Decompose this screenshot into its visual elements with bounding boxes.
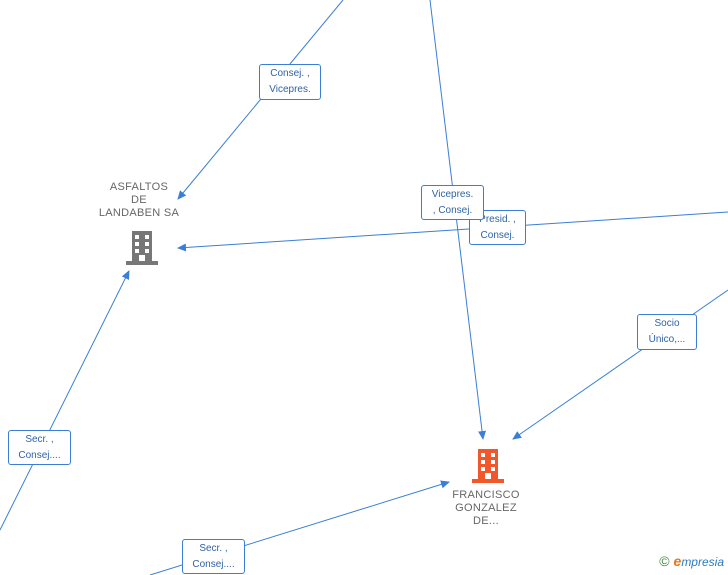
node-label-francisco[interactable]: FRANCISCO GONZALEZ DE... <box>436 489 536 528</box>
building-icon[interactable] <box>126 231 158 265</box>
edge-label-secr-consej-bottom[interactable]: Secr. , Consej.... <box>182 539 245 574</box>
node-label-line: DE... <box>473 515 499 527</box>
edge-label-socio-unico[interactable]: Socio Único,... <box>637 314 697 350</box>
edge-label-line: Socio <box>654 318 680 329</box>
node-label-asfaltos[interactable]: ASFALTOS DE LANDABEN SA <box>88 181 190 220</box>
edge-label-line: Secr. , <box>199 543 228 554</box>
edge-label-line: Único,... <box>648 334 686 345</box>
edge-label-line: Consej. , <box>270 68 310 79</box>
brand-logo: © empresia <box>659 553 724 569</box>
edge-label-consej-vicepres[interactable]: Consej. , Vicepres. <box>259 64 321 100</box>
node-label-line: GONZALEZ <box>455 502 517 514</box>
building-icon[interactable] <box>472 449 504 483</box>
edge-label-secr-consej-left[interactable]: Secr. , Consej.... <box>8 430 71 465</box>
node-label-line: ASFALTOS <box>109 181 169 193</box>
edge-label-line: Secr. , <box>25 434 54 445</box>
node-label-line: LANDABEN SA <box>98 207 180 219</box>
edge-label-line: Vicepres. <box>431 189 474 200</box>
edge-label-line: Consej.... <box>18 450 61 461</box>
copyright-icon: © <box>659 553 670 569</box>
edge-label-line: , Consej. <box>432 205 473 216</box>
edge-right-to-asfaltos <box>177 211 728 252</box>
brand-name: mpresia <box>681 555 724 569</box>
edge-label-vicepres-consej[interactable]: Vicepres. , Consej. <box>421 185 484 220</box>
brand-e-letter: e <box>673 553 682 569</box>
edge-label-line: Consej.... <box>192 559 235 570</box>
edge-label-presid-consej[interactable]: Presid. , Consej. <box>469 210 526 245</box>
edge-label-line: Presid. , <box>479 214 516 225</box>
edge-bottomleft-to-asfaltos <box>0 270 130 531</box>
node-label-line: FRANCISCO <box>452 489 520 501</box>
edge-label-line: Vicepres. <box>269 84 311 95</box>
node-label-line: DE <box>131 194 147 206</box>
edge-label-line: Consej. <box>480 230 515 241</box>
edge-right-to-francisco <box>512 289 728 440</box>
